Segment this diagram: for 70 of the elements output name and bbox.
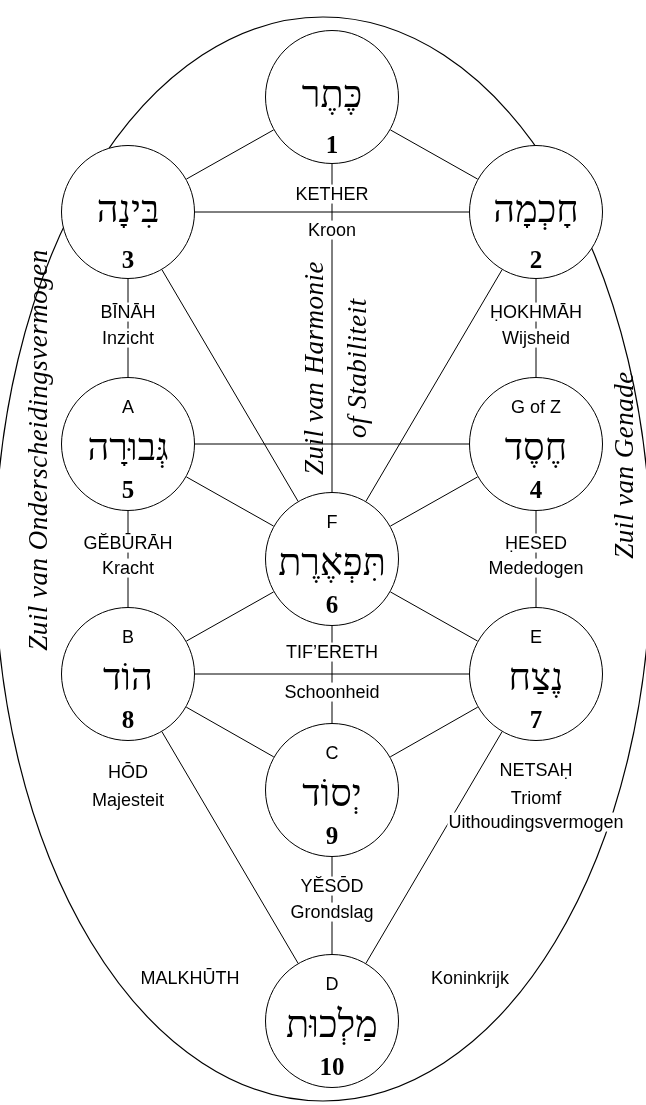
connecting-line [185, 591, 275, 642]
connecting-line [365, 731, 503, 964]
sephira-name: YĔSŌD [299, 876, 365, 896]
connecting-line [535, 510, 537, 608]
hebrew-word: הוֹד [103, 658, 153, 696]
connecting-line [331, 163, 333, 493]
connecting-line [389, 476, 479, 527]
sephira-name: KETHER [294, 184, 370, 204]
sephira-name: Kracht [101, 558, 155, 578]
sephira-number: 1 [325, 131, 339, 157]
sephira-number: 9 [325, 822, 339, 848]
pillar-label: Zuil van Onderscheidingsvermogen [21, 249, 54, 651]
pillar-label: Zuil van Harmonie of Stabiliteit [298, 260, 373, 477]
connecting-line [331, 625, 333, 724]
connecting-line [185, 129, 275, 180]
sephira-name: Mededogen [487, 558, 585, 578]
hebrew-word: תִּפְאֶרֶת [278, 543, 386, 581]
sephira-number: 2 [529, 246, 543, 272]
hebrew-word: כֶּתֶר [301, 75, 363, 113]
hebrew-word: בִּינָה [96, 190, 160, 228]
connecting-line [161, 269, 299, 502]
sephira-name: ḤESED [504, 533, 568, 553]
connecting-line [535, 278, 537, 378]
sephira-number: 7 [529, 706, 543, 732]
connecting-line [127, 278, 129, 378]
connecting-line [185, 476, 275, 527]
sephira-name: Kroon [307, 220, 357, 240]
sephira-name: Inzicht [101, 328, 155, 348]
sephira-number: 3 [121, 246, 135, 272]
connecting-line [127, 510, 129, 608]
connecting-line [194, 673, 470, 675]
sephira-name: TIF’ERETH [285, 642, 379, 662]
sephira-name: ḤOKHMĀH [489, 302, 583, 322]
letter-label: E [530, 628, 542, 646]
connecting-line [331, 856, 333, 955]
letter-label: D [325, 975, 339, 993]
connecting-line [389, 591, 479, 642]
sephira-number: 4 [529, 476, 543, 502]
hebrew-word: גְּבוּרָה [87, 428, 169, 466]
sephira-number: 8 [121, 706, 135, 732]
sephira-name: Wijsheid [501, 328, 571, 348]
sephira-name: BĪNĀH [99, 302, 157, 322]
connecting-line [365, 269, 503, 502]
sephira-number: 6 [325, 591, 339, 617]
hebrew-word: יְסוֹד [302, 774, 362, 812]
connecting-line [194, 443, 470, 445]
connecting-line [194, 211, 470, 213]
connecting-line [389, 706, 479, 758]
letter-label: G of Z [511, 398, 561, 416]
sephira-name: Schoonheid [283, 682, 381, 702]
connecting-line [161, 731, 299, 964]
sephira-name: Grondslag [289, 902, 375, 922]
letter-label: B [122, 628, 134, 646]
sephira-name: NETSAḤ [498, 760, 574, 780]
connecting-line [389, 129, 479, 180]
sephira-name: GĔBŪRĀH [82, 533, 174, 553]
sephira-number: 10 [319, 1053, 345, 1079]
sephira-name: Majesteit [91, 790, 165, 810]
hebrew-word: מַלְכוּת [286, 1005, 378, 1043]
hebrew-word: חָכְמָה [493, 190, 579, 228]
letter-label: C [325, 744, 339, 762]
letter-label: A [122, 398, 134, 416]
hebrew-word: חֶסֶד [504, 428, 568, 466]
sephira-name: Uithoudingsvermogen [447, 812, 625, 832]
hebrew-word: נֶצַח [508, 658, 564, 696]
pillar-label: Zuil van Genade [607, 371, 640, 559]
sephira-name: Koninkrijk [430, 968, 510, 988]
letter-label: F [326, 513, 338, 531]
sephira-number: 5 [121, 476, 135, 502]
connecting-line [185, 706, 275, 758]
